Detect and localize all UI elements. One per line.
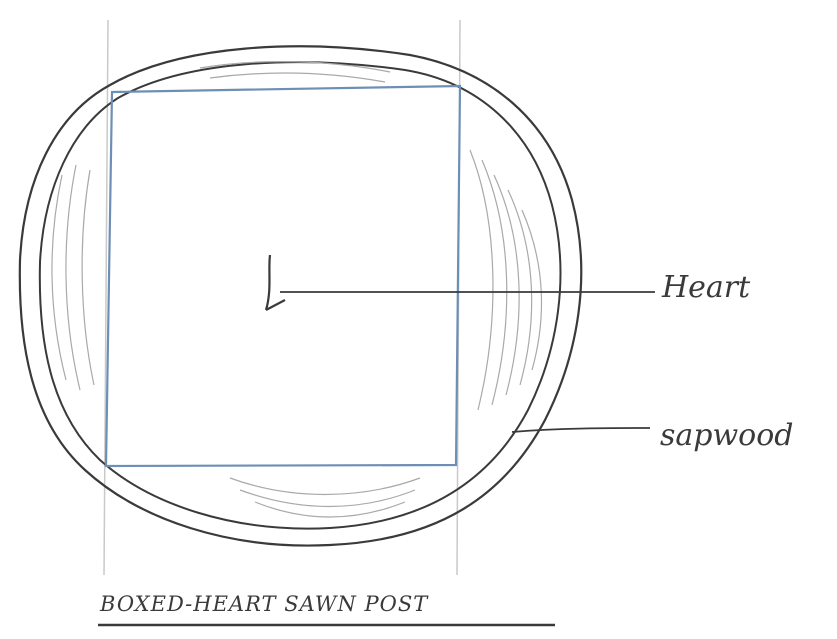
grain-lines-bottom xyxy=(230,478,420,517)
inner-log-outline xyxy=(40,62,561,528)
grain-lines-right xyxy=(470,150,541,410)
sawn-post-square xyxy=(106,86,460,466)
sapwood-label: sapwood xyxy=(660,418,794,453)
heart-label: Heart xyxy=(662,270,750,305)
sapwood-leader-line xyxy=(512,428,650,432)
pith-mark xyxy=(266,255,285,310)
left-guide-line xyxy=(104,20,108,575)
grain-lines-left xyxy=(52,165,94,390)
diagram-caption: BOXED-HEART SAWN POST xyxy=(100,592,428,616)
